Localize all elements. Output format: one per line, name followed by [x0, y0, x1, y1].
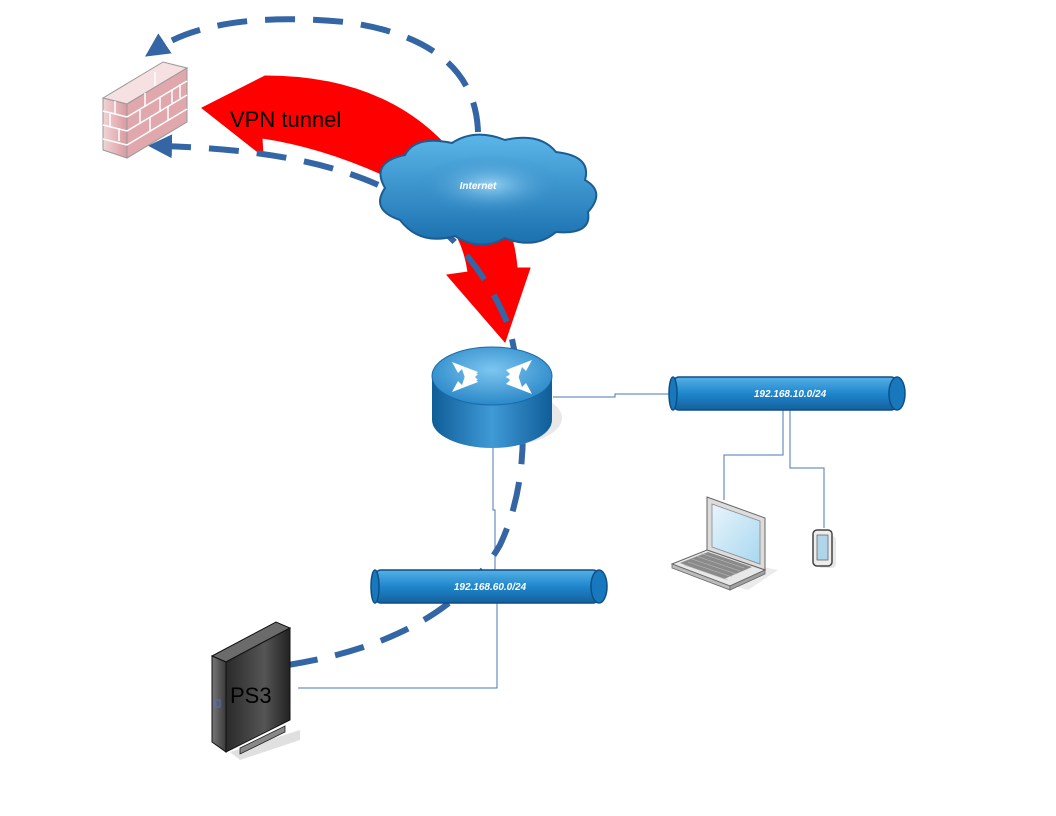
connection-lines: [298, 393, 825, 689]
dashed-path-top-loop: [145, 16, 481, 133]
bottom-subnet-to-ps3-line: [298, 603, 498, 689]
vpn-tunnel-arrow: [201, 75, 531, 343]
ps3-label: PS3: [230, 683, 272, 708]
dashed-path-main-loop: [148, 134, 526, 668]
router-to-bottom-subnet-line: [492, 446, 496, 570]
firewall-icon: [101, 61, 189, 159]
router-to-top-subnet-line: [553, 393, 673, 398]
top-subnet-to-phone-line: [789, 410, 825, 528]
subnet-top-label: 192.168.10.0/24: [754, 389, 827, 400]
internet-label: Internet: [460, 181, 497, 192]
subnet-192-168-10-pipe: 192.168.10.0/24: [668, 376, 906, 411]
ps3-console-icon: PS3: [210, 621, 300, 760]
subnet-192-168-60-pipe: 192.168.60.0/24: [370, 569, 608, 604]
internet-cloud: Internet: [379, 133, 598, 246]
router-icon: [431, 346, 562, 448]
laptop-icon: [670, 496, 778, 591]
subnet-bottom-label: 192.168.60.0/24: [454, 582, 527, 593]
phone-icon: [812, 529, 836, 568]
vpn-tunnel-label: VPN tunnel: [230, 107, 341, 132]
top-subnet-to-laptop-line: [723, 410, 784, 500]
dashed-path: [145, 16, 526, 668]
